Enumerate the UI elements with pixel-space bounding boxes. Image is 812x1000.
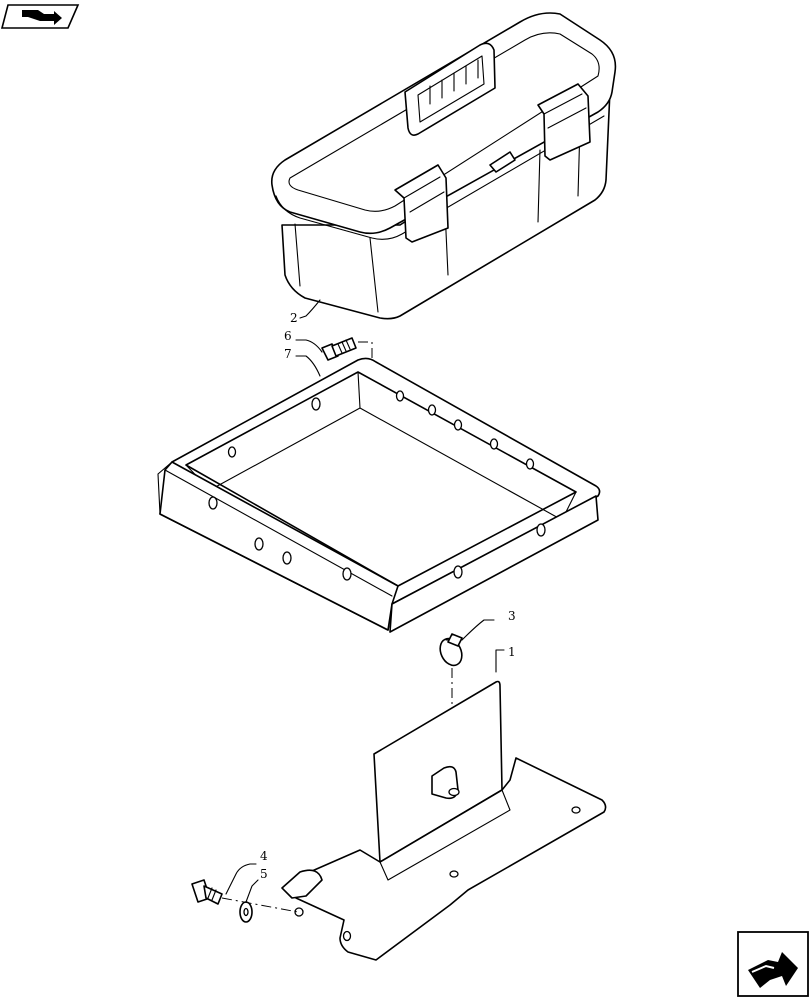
centerline-bolt-4 [221,897,299,913]
callout-5-leader [245,879,259,903]
callout-7: 7 [284,347,292,361]
callout-5: 5 [260,867,268,881]
tray-frame [157,357,601,633]
mounting-bracket [281,680,607,961]
callout-3-leader [461,619,495,641]
callout-7-leader [295,355,321,377]
callout-2: 2 [290,311,298,325]
callout-6: 6 [284,329,292,343]
callout-3: 3 [508,609,516,623]
bolt-6 [321,337,357,361]
next-page-arrow-icon[interactable] [737,931,809,997]
toolbox [270,12,617,320]
callout-4-leader [225,863,257,895]
bolt-4 [191,879,223,905]
previous-page-arrow-icon[interactable] [0,4,80,29]
lynch-pin-3 [439,633,463,667]
callout-4: 4 [260,849,268,863]
callout-1-leader [495,649,505,673]
callout-6-leader [295,339,323,353]
washer-5 [239,901,253,923]
callout-2-leader [299,299,321,319]
callout-1: 1 [508,645,516,659]
